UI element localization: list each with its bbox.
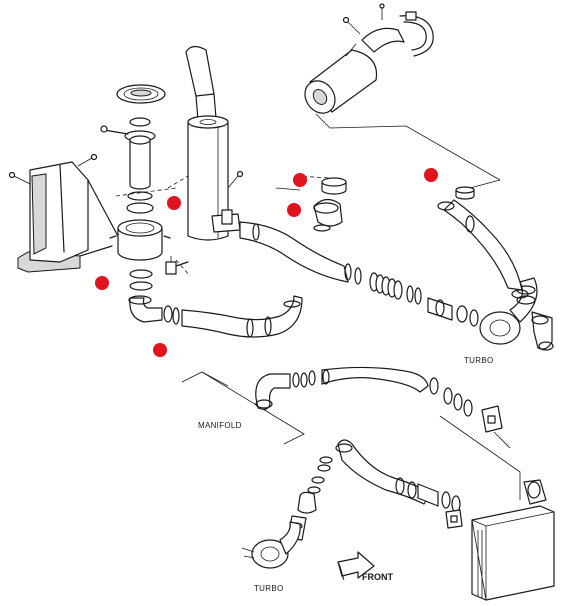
label-turbo-upper: TURBO — [464, 356, 494, 365]
marker-dot[interactable] — [287, 203, 301, 217]
mounting-bracket — [8, 153, 121, 273]
connector-parts — [275, 177, 475, 232]
front-arrow-icon — [337, 551, 375, 581]
label-manifold: MANIFOLD — [198, 421, 242, 430]
marker-dot[interactable] — [424, 168, 438, 182]
marker-dot[interactable] — [167, 196, 181, 210]
label-front: FRONT — [362, 572, 393, 582]
turbo-upper — [479, 277, 538, 345]
bellows — [369, 272, 403, 300]
canister-filter — [304, 3, 501, 189]
filter-outlet-hose — [181, 295, 303, 338]
turbo-lower — [241, 521, 301, 569]
marker-dot[interactable] — [293, 173, 307, 187]
manifold-section — [181, 366, 511, 449]
lower-intake-duct — [241, 415, 555, 601]
intercooler — [439, 415, 555, 601]
guide-lines — [115, 175, 331, 277]
intake-stack-pipe — [167, 45, 244, 241]
label-turbo-lower: TURBO — [254, 584, 284, 593]
marker-dot[interactable] — [95, 276, 109, 290]
upper-intake-duct — [239, 199, 554, 351]
callout-markers — [95, 168, 438, 357]
air-cleaner-assembly — [100, 84, 189, 325]
marker-dot[interactable] — [153, 343, 167, 357]
